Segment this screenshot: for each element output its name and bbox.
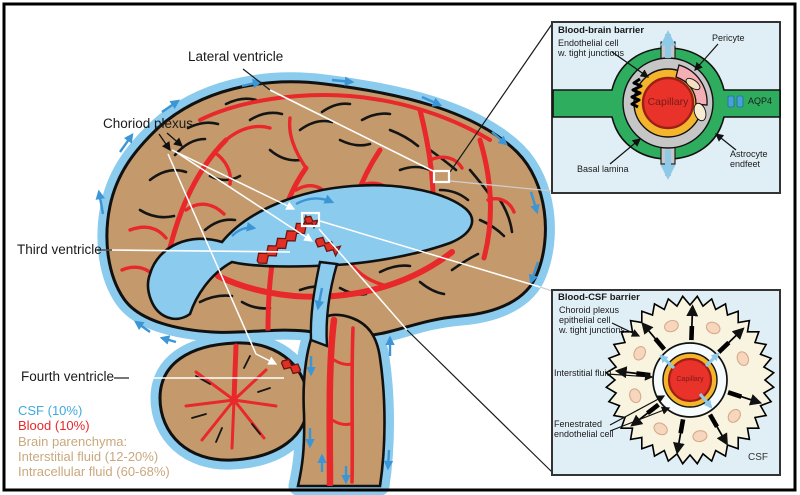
capillary-lumen (641, 76, 695, 130)
bbb-title: Blood-brain barrier (558, 25, 645, 36)
pericyte-nucleus (685, 77, 701, 91)
cerebellar-vessels (184, 343, 278, 450)
third-ventricle-label: Third ventricle (17, 242, 102, 257)
bcsf-interstitial-label: Interstitial fluid (554, 368, 612, 378)
cell-border-arrow (722, 327, 745, 349)
cell-border-arrow (733, 393, 763, 406)
capillary-lumen-bcsf (667, 357, 713, 403)
bcsf-title: Blood-CSF barrier (558, 292, 640, 303)
cell-border-arrow (630, 407, 655, 427)
bbb-endothelial-label-line1: Endothelial cell (558, 38, 619, 48)
bcsf-choroid-label-line2: epithelial cell (559, 315, 611, 325)
cell-border-arrow (641, 321, 662, 346)
leader-lines (97, 68, 434, 379)
bbb-astrocyte-label-line2: endfeet (730, 159, 761, 169)
lateral-ventricle-label: Lateral ventricle (188, 49, 284, 64)
legend-blood: Blood (10%) (18, 418, 90, 433)
cell-border-arrow (673, 425, 685, 455)
bbb-aqp4-label: AQP4 (748, 96, 773, 106)
aqp4-channel-icon (727, 95, 744, 108)
fluid-exchange-arrows (659, 352, 720, 409)
epithelial-nucleus (629, 388, 642, 404)
bbb-basal-lamina-label: Basal lamina (577, 164, 629, 174)
epithelial-nucleus (736, 351, 750, 366)
lateral-third-ventricle (146, 183, 474, 321)
tight-junction-squiggle (630, 77, 643, 109)
cell-border-arrow (712, 419, 728, 446)
bbb-leader-arrows (609, 43, 737, 165)
cell-border-arrow (686, 304, 699, 335)
inset-connectors (318, 23, 553, 473)
bcsf-inset (551, 289, 781, 476)
bcsf-capillary-label: Capillary (676, 376, 704, 383)
bcsf-csf-label: CSF (748, 452, 768, 463)
brainstem-vessels (326, 316, 355, 486)
epithelial-nucleus (705, 321, 721, 335)
epithelial-nucleus (664, 319, 679, 333)
choroid-plexus-jag (314, 236, 342, 258)
csf-flow-arrows (95, 76, 540, 485)
epithelial-nucleus (727, 408, 741, 423)
capillary-zoom-box (432, 169, 451, 184)
epithelial-nucleus (692, 430, 708, 443)
legend-intracellular: Intracellular fluid (60-68%) (18, 464, 170, 479)
bbb-endothelial-label-line2: w. tight junctions (558, 48, 625, 58)
fourth-ventricle-label: Fourth ventricle (21, 369, 115, 384)
epithelial-nucleus (653, 422, 668, 436)
endothelial-nucleus (693, 102, 707, 122)
bcsf-fenestrated-label-line2: endothelial cell (554, 429, 614, 439)
legend-parenchyma: Brain parenchyma: (18, 434, 128, 449)
bcsf-choroid-label-line3: w. tight junctions (559, 325, 626, 335)
bbb-pericyte-label: Pericyte (712, 33, 745, 43)
bcsf-leader-arrows (606, 322, 671, 432)
bbb-capillary-label: Capillary (647, 96, 689, 108)
bcsf-choroid-label-line1: Choroid plexus (559, 305, 620, 315)
bcsf-fenestrated-label-line1: Fenestrated (554, 419, 603, 429)
bbb-astrocyte-label-line1: Astrocyte (730, 149, 768, 159)
bbb-inset (551, 21, 781, 194)
legend-interstitial: Interstitial fluid (12-20%) (18, 449, 159, 464)
choroid-plexus-jag (280, 358, 302, 375)
choroid-zoom-box (300, 211, 321, 228)
legend-csf: CSF (10%) (18, 403, 83, 418)
choroid-plexus-label: Choriod plexus (103, 116, 194, 131)
epithelial-nucleus (633, 346, 647, 361)
cell-border-arrow (614, 366, 645, 379)
brainstem (296, 313, 386, 488)
